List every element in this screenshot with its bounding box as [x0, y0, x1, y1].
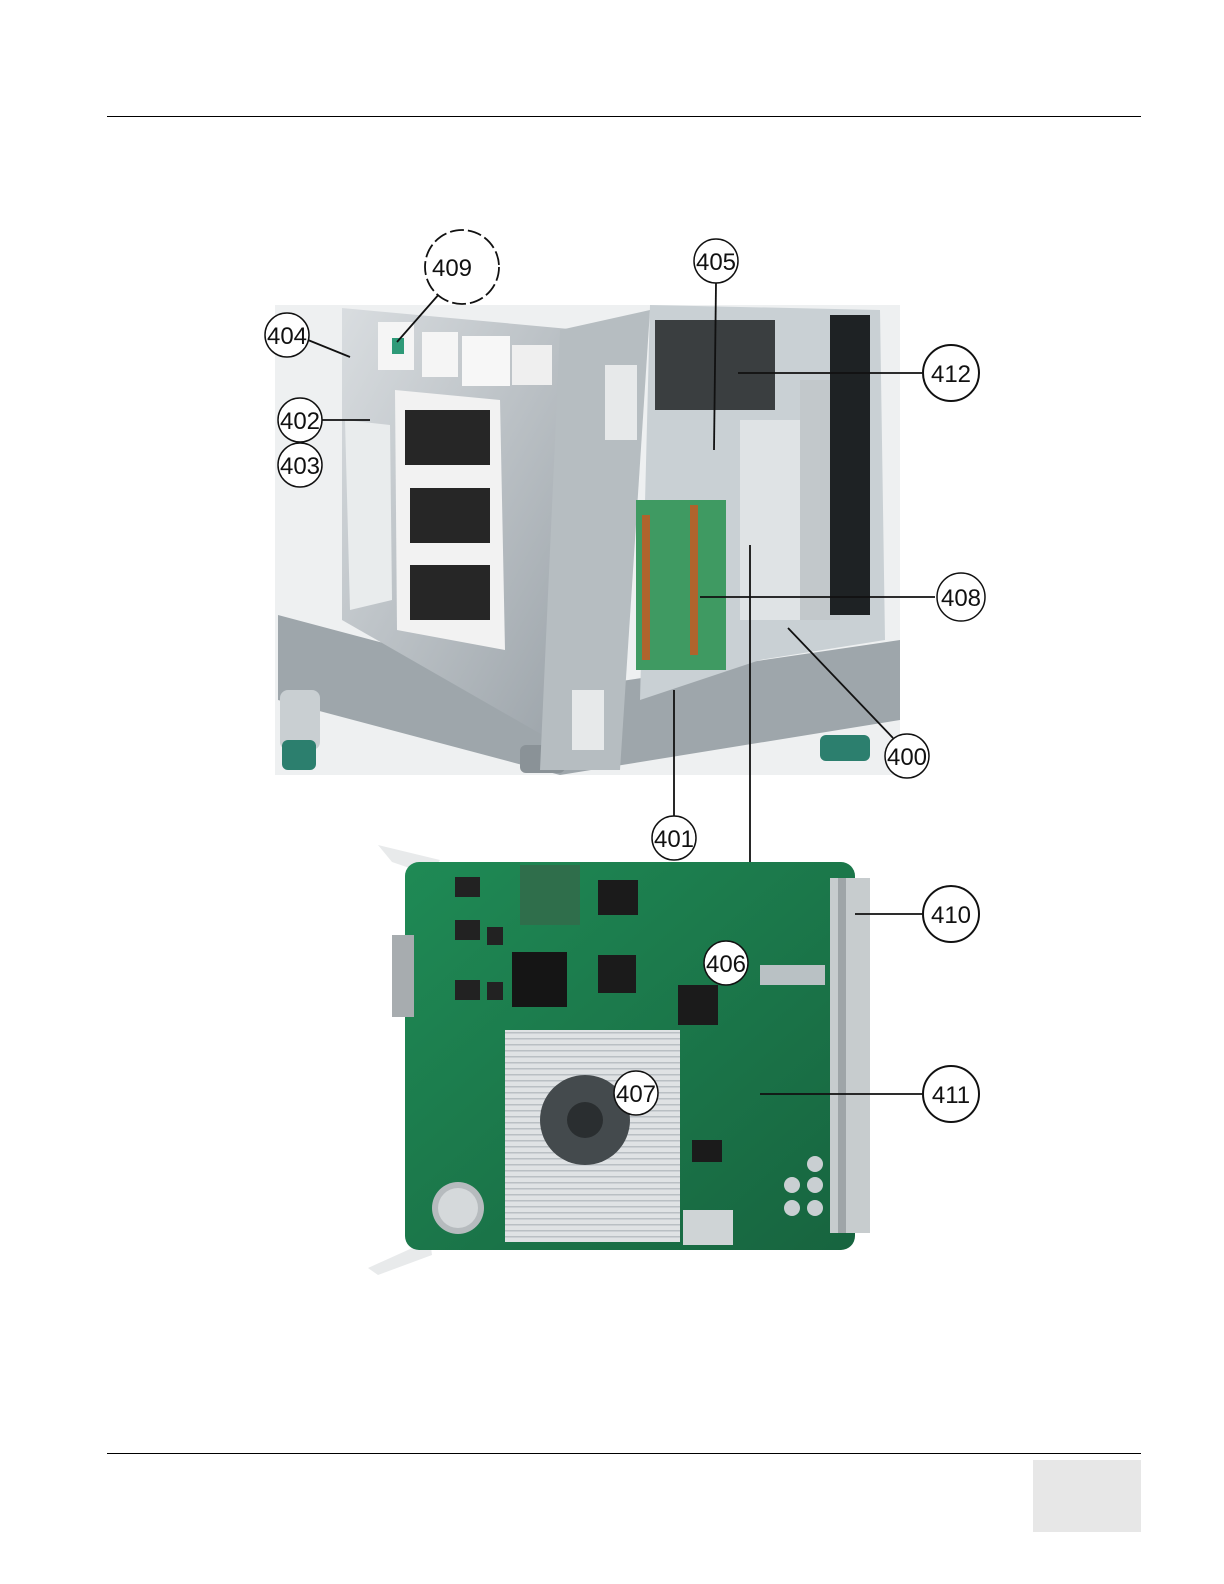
- callout-label-412: 412: [931, 361, 971, 388]
- callout-label-401: 401: [654, 826, 694, 853]
- callout-label-409: 409: [432, 255, 472, 282]
- callout-404: 404: [265, 313, 309, 357]
- footer-rule: [107, 1453, 1141, 1454]
- callout-409: 409: [425, 230, 499, 304]
- callout-405: 405: [694, 239, 738, 283]
- callout-label-410: 410: [931, 902, 971, 929]
- callout-label-407: 407: [616, 1081, 656, 1108]
- callout-label-404: 404: [267, 323, 307, 350]
- callout-408: 408: [937, 573, 985, 621]
- callout-400: 400: [885, 734, 929, 778]
- callout-label-411: 411: [932, 1082, 970, 1109]
- callout-label-403: 403: [280, 453, 320, 480]
- callout-411: 411: [923, 1066, 979, 1122]
- callout-label-400: 400: [887, 744, 927, 771]
- callout-402: 402: [278, 398, 322, 442]
- callout-label-405: 405: [696, 249, 736, 276]
- callout-406: 406: [704, 941, 748, 985]
- callout-403: 403: [278, 443, 322, 487]
- callout-407: 407: [614, 1071, 658, 1115]
- page-number-tab: [1033, 1460, 1141, 1532]
- callout-label-406: 406: [706, 951, 746, 978]
- cabinet-photo: [275, 305, 900, 775]
- callout-410: 410: [923, 886, 979, 942]
- circuit-board-photo: [368, 845, 870, 1275]
- callout-412: 412: [923, 345, 979, 401]
- callout-label-408: 408: [941, 585, 981, 612]
- callout-401: 401: [652, 816, 696, 860]
- callout-label-402: 402: [280, 408, 320, 435]
